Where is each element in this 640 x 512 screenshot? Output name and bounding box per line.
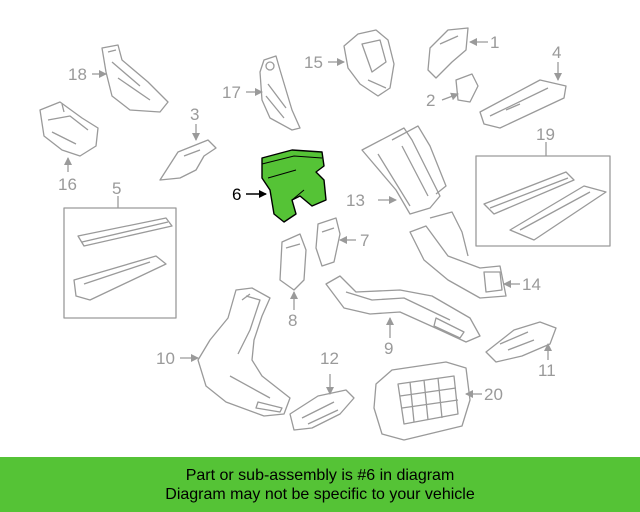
part-19-group-box [475,155,611,247]
callout-14: 14 [522,275,541,294]
callout-3: 3 [190,105,200,124]
callout-6: 6 [232,185,242,204]
part-15-vent [343,29,395,97]
part-20-vent-grille [373,361,471,441]
info-banner: Part or sub-assembly is #6 in diagram Di… [0,457,640,512]
callout-15: 15 [304,53,323,72]
callout-4: 4 [552,43,562,62]
callout-13: 13 [346,191,365,210]
part-10-duct [197,287,291,417]
callout-10: 10 [156,349,175,368]
callout-18: 18 [68,65,87,84]
part-9-duct [325,275,481,343]
part-12-duct [289,389,355,431]
part-2-bracket [455,73,479,103]
callout-16: 16 [58,175,77,194]
banner-line-1: Part or sub-assembly is #6 in diagram [185,466,455,484]
part-11-duct [485,321,557,363]
callout-5: 5 [112,179,122,198]
callout-17: 17 [222,83,241,102]
part-18-duct [101,44,169,113]
callout-11: 11 [538,361,556,380]
part-5-group-box [63,207,177,319]
part-16-duct [39,101,99,157]
callout-12: 12 [320,349,339,368]
part-14-duct [409,211,507,299]
callout-8: 8 [288,311,298,330]
part-6-highlighted-duct [261,149,327,223]
part-1-duct [427,27,469,79]
callout-7: 7 [360,231,370,250]
callout-9: 9 [384,339,394,358]
callout-2: 2 [426,91,436,110]
callout-19: 19 [536,125,555,144]
callout-20: 20 [484,385,503,404]
part-8-duct [279,233,307,291]
parts-diagram [39,27,611,441]
part-7-duct [315,217,341,267]
callout-1: 1 [490,33,500,52]
banner-line-2: Diagram may not be specific to your vehi… [165,485,475,503]
part-4-duct [479,79,567,129]
part-3-duct [159,139,217,181]
part-17-bracket [259,55,301,131]
part-13-duct [361,125,447,215]
